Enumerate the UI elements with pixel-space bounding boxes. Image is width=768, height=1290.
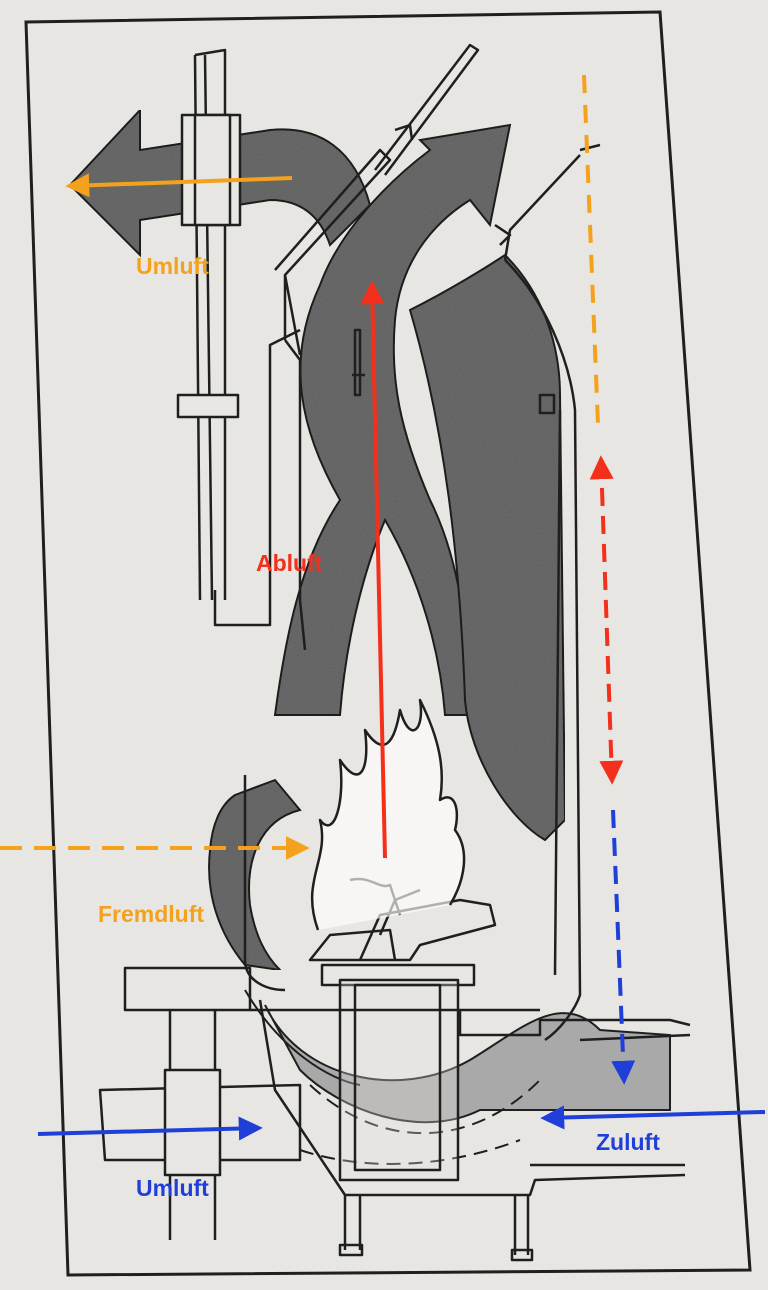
umluft-in-arrow bbox=[37, 1116, 263, 1141]
umluft-out-arrow bbox=[65, 173, 293, 198]
zuluft-arrow bbox=[540, 1105, 766, 1130]
airflow-arrows bbox=[0, 74, 766, 1141]
flames bbox=[310, 698, 466, 931]
label-zuluft: Zuluft bbox=[596, 1129, 660, 1155]
outer-frame bbox=[24, 10, 752, 1277]
right-outer-wall bbox=[504, 259, 582, 1042]
label-abluft: Abluft bbox=[256, 550, 323, 576]
left-duct-bracket bbox=[176, 393, 240, 419]
red-dashed-double-arrow bbox=[589, 455, 624, 785]
blue-dashed-right bbox=[611, 809, 636, 1085]
abluft-arrow bbox=[360, 280, 387, 859]
left-duct-bottom bbox=[213, 328, 301, 627]
air-hopper bbox=[244, 989, 671, 1165]
left-chamber-wall bbox=[243, 599, 307, 992]
damper bbox=[352, 328, 365, 397]
right-heat-chamber bbox=[408, 253, 567, 842]
flue-diagonal-top bbox=[374, 43, 480, 176]
label-umluft-bottom: Umluft bbox=[136, 1175, 209, 1201]
exhaust-plume bbox=[273, 123, 512, 716]
fremdluft-inlet-arrow bbox=[208, 778, 302, 972]
label-fremdluft: Fremdluft bbox=[98, 901, 204, 927]
base-plate bbox=[123, 966, 252, 1012]
stove-legs bbox=[343, 1195, 530, 1255]
orange-dashed-right bbox=[582, 74, 600, 426]
flue-left-wall bbox=[274, 148, 392, 600]
label-umluft-top: Umluft bbox=[136, 253, 209, 279]
flue-right-wall bbox=[494, 143, 601, 261]
ash-pan bbox=[338, 978, 460, 1182]
